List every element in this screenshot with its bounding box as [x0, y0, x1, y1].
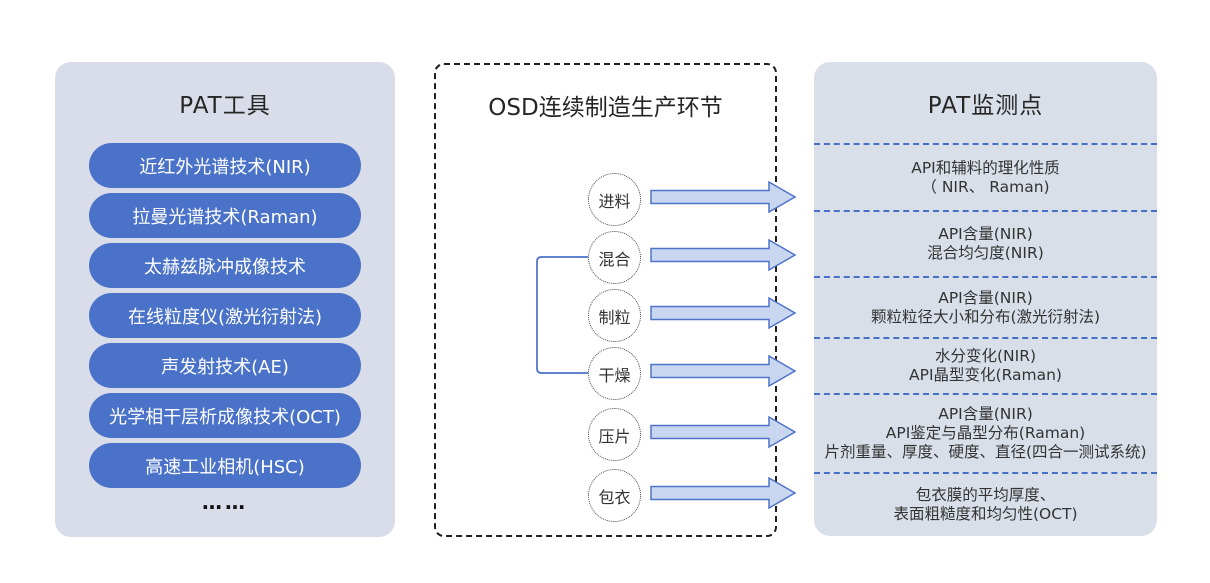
step-circle-granulation: 制粒 — [588, 289, 641, 342]
monitor-line: （ NIR、 Raman) — [921, 177, 1050, 196]
monitor-line: 颗粒粒径大小和分布(激光衍射法) — [870, 307, 1101, 326]
monitor-row-compression: API含量(NIR) API鉴定与晶型分布(Raman) 片剂重量、厚度、硬度、… — [814, 393, 1157, 472]
tool-pill-nir: 近红外光谱技术(NIR) — [89, 143, 361, 188]
monitor-line: 水分变化(NIR) — [934, 347, 1037, 365]
monitor-line: 混合均匀度(NIR) — [927, 244, 1044, 262]
pat-tools-list: 近红外光谱技术(NIR) 拉曼光谱技术(Raman) 太赫兹脉冲成像技术 在线粒… — [55, 143, 395, 488]
monitor-line: API和辅料的理化性质 — [911, 158, 1060, 177]
osd-process-panel: OSD连续制造生产环节 进料 混合 制粒 干燥 压片 包衣 — [434, 63, 777, 537]
tool-pill-terahertz: 太赫兹脉冲成像技术 — [89, 243, 361, 288]
step-circle-blending: 混合 — [588, 231, 641, 284]
flow-arrow-icon — [650, 238, 797, 272]
flow-arrow-icon — [650, 354, 797, 388]
osd-process-title: OSD连续制造生产环节 — [488, 95, 723, 121]
monitor-row-coating: 包衣膜的平均厚度、 表面粗糙度和均匀性(OCT) — [814, 472, 1157, 536]
monitor-row-feeding: API和辅料的理化性质 （ NIR、 Raman) — [814, 143, 1157, 210]
monitor-line: API含量(NIR) — [938, 288, 1033, 307]
tool-pill-particle-sizer: 在线粒度仪(激光衍射法) — [89, 293, 361, 338]
monitor-row-blending: API含量(NIR) 混合均匀度(NIR) — [814, 210, 1157, 276]
monitor-line: 包衣膜的平均厚度、 — [915, 486, 1056, 504]
monitor-row-granulation: API含量(NIR) 颗粒粒径大小和分布(激光衍射法) — [814, 276, 1157, 337]
monitor-line: API鉴定与晶型分布(Raman) — [885, 424, 1086, 442]
step-circle-compression: 压片 — [588, 408, 641, 461]
flow-arrow-icon — [650, 180, 797, 214]
pat-tools-title: PAT工具 — [179, 92, 271, 119]
flow-arrow-icon — [650, 415, 797, 449]
tool-pill-ae: 声发射技术(AE) — [89, 343, 361, 388]
step-circle-coating: 包衣 — [588, 469, 641, 522]
monitor-line: 表面粗糙度和均匀性(OCT) — [893, 505, 1078, 523]
tool-pill-hsc: 高速工业相机(HSC) — [89, 443, 361, 488]
tool-pill-oct: 光学相干层析成像技术(OCT) — [89, 393, 361, 438]
step-circle-feeding: 进料 — [588, 173, 641, 226]
tool-pill-raman: 拉曼光谱技术(Raman) — [89, 193, 361, 238]
pat-monitoring-title: PAT监测点 — [927, 92, 1044, 119]
monitor-line: API晶型变化(Raman) — [909, 366, 1062, 384]
step-circle-drying: 干燥 — [588, 347, 641, 400]
monitor-line: 片剂重量、厚度、硬度、直径(四合一测试系统) — [824, 443, 1147, 461]
monitor-row-drying: 水分变化(NIR) API晶型变化(Raman) — [814, 337, 1157, 393]
monitor-line: API含量(NIR) — [938, 225, 1033, 243]
more-tools-ellipsis: …… — [202, 490, 248, 514]
flow-arrow-icon — [650, 296, 797, 330]
flow-arrow-icon — [650, 476, 797, 510]
pat-tools-panel: PAT工具 近红外光谱技术(NIR) 拉曼光谱技术(Raman) 太赫兹脉冲成像… — [55, 62, 395, 537]
monitor-line: API含量(NIR) — [938, 405, 1033, 423]
pat-monitoring-panel: PAT监测点 API和辅料的理化性质 （ NIR、 Raman) API含量(N… — [814, 62, 1157, 536]
